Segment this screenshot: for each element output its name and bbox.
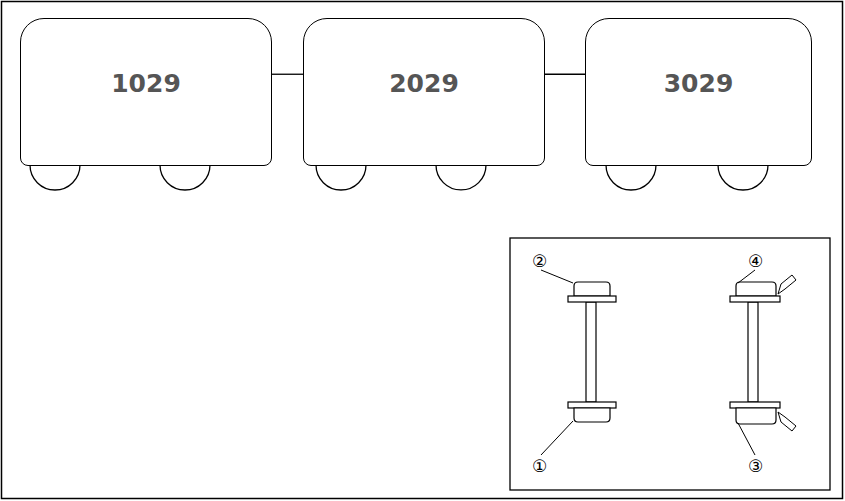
wheel-flange xyxy=(568,296,616,302)
car-coupling xyxy=(545,74,585,75)
wheel xyxy=(436,165,486,190)
callout-number: ① xyxy=(532,458,547,475)
wheel-tread xyxy=(574,282,610,296)
callout-number: ④ xyxy=(748,253,763,270)
car-number: 1029 xyxy=(21,69,271,98)
wheel xyxy=(718,165,768,190)
rail-car: 1029 xyxy=(20,18,272,166)
wheel-tread xyxy=(736,408,776,424)
wheel-flange xyxy=(730,296,780,302)
leader-line xyxy=(541,270,573,283)
axle xyxy=(586,302,596,402)
wheel-tread xyxy=(736,282,776,296)
rail-car: 3029 xyxy=(585,18,812,166)
leader-lines xyxy=(541,270,755,455)
axle xyxy=(748,302,758,402)
car-wheels xyxy=(30,165,768,190)
car-number: 2029 xyxy=(304,69,544,98)
wheelset-right xyxy=(730,282,780,424)
wheel xyxy=(160,165,210,190)
car-coupling xyxy=(272,74,303,75)
leader-line xyxy=(738,270,755,283)
wheel xyxy=(30,165,80,190)
callout-number: ③ xyxy=(748,458,763,475)
wheel xyxy=(316,165,366,190)
pointer-mark xyxy=(778,412,796,431)
car-number: 3029 xyxy=(586,69,811,98)
pointer-marks xyxy=(778,275,796,431)
wheel xyxy=(606,165,656,190)
pointer-mark xyxy=(778,275,796,294)
leader-line xyxy=(541,421,573,455)
rail-car: 2029 xyxy=(303,18,545,166)
wheel-flange xyxy=(568,402,616,408)
leader-line xyxy=(738,423,755,455)
callout-number: ② xyxy=(532,253,547,270)
wheelset-left xyxy=(568,282,616,422)
wheel-flange xyxy=(730,402,780,408)
inset-frame xyxy=(510,238,830,490)
wheel-tread xyxy=(574,408,610,422)
